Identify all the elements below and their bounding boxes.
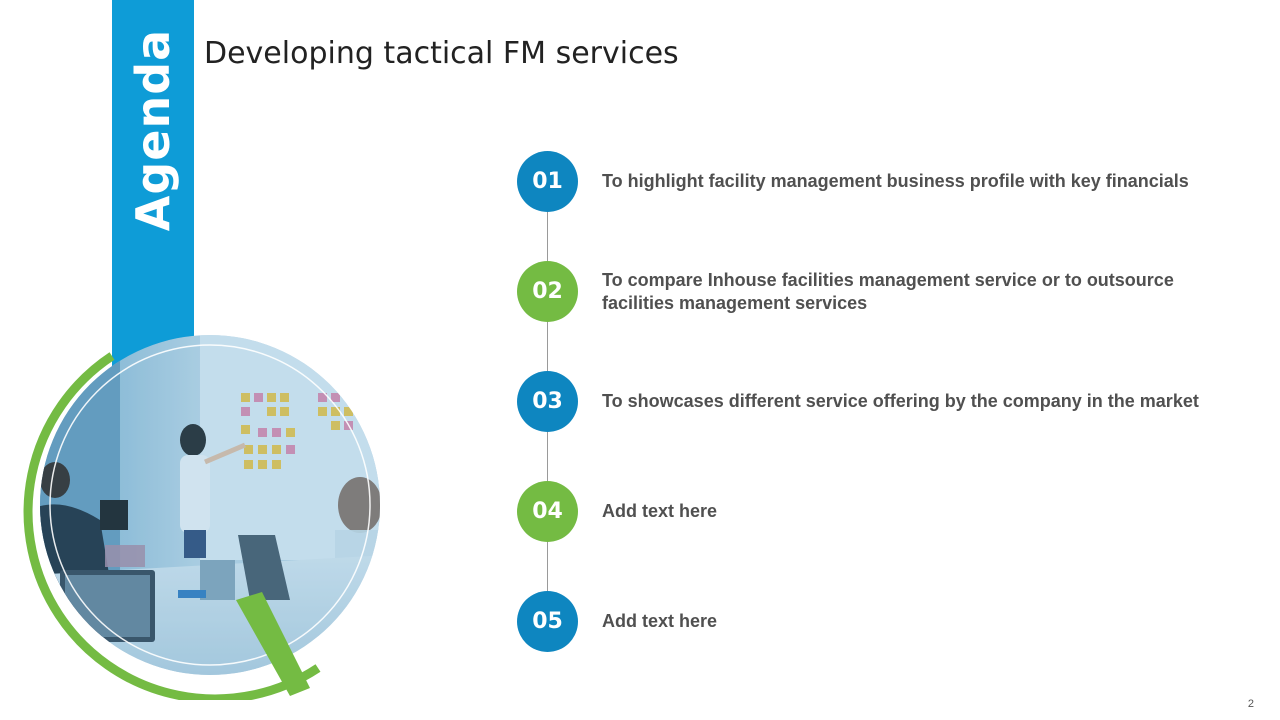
- agenda-number-badge: 03: [517, 371, 578, 432]
- slide-title: Developing tactical FM services: [204, 36, 679, 71]
- agenda-item-text: Add text here: [602, 501, 718, 521]
- agenda-item-text: Add text here: [602, 611, 718, 631]
- agenda-number-badge: 04: [517, 481, 578, 542]
- agenda-sidebar-bar: [112, 0, 194, 372]
- agenda-number-badge: 01: [517, 151, 578, 212]
- agenda-item-1: 01 To highlight facility management busi…: [517, 151, 1257, 212]
- agenda-item-2: 02 To compare Inhouse facilities managem…: [517, 261, 1257, 322]
- agenda-item-5: 05 Add text here: [517, 591, 1257, 652]
- magnifying-glass-photo-icon: [23, 335, 380, 700]
- agenda-item-text: To highlight facility management busines…: [602, 171, 1189, 191]
- agenda-number-badge: 05: [517, 591, 578, 652]
- agenda-item-text: To compare Inhouse facilities management…: [602, 269, 1174, 313]
- lens-handle: [236, 592, 310, 696]
- agenda-item-3: 03 To showcases different service offeri…: [517, 371, 1257, 432]
- agenda-number-badge: 02: [517, 261, 578, 322]
- agenda-item-4: 04 Add text here: [517, 481, 1257, 542]
- agenda-item-text: To showcases different service offering …: [602, 391, 1199, 411]
- agenda-label: Agenda: [126, 28, 180, 232]
- page-number: 2: [1247, 698, 1254, 710]
- lens-ring: [23, 352, 321, 700]
